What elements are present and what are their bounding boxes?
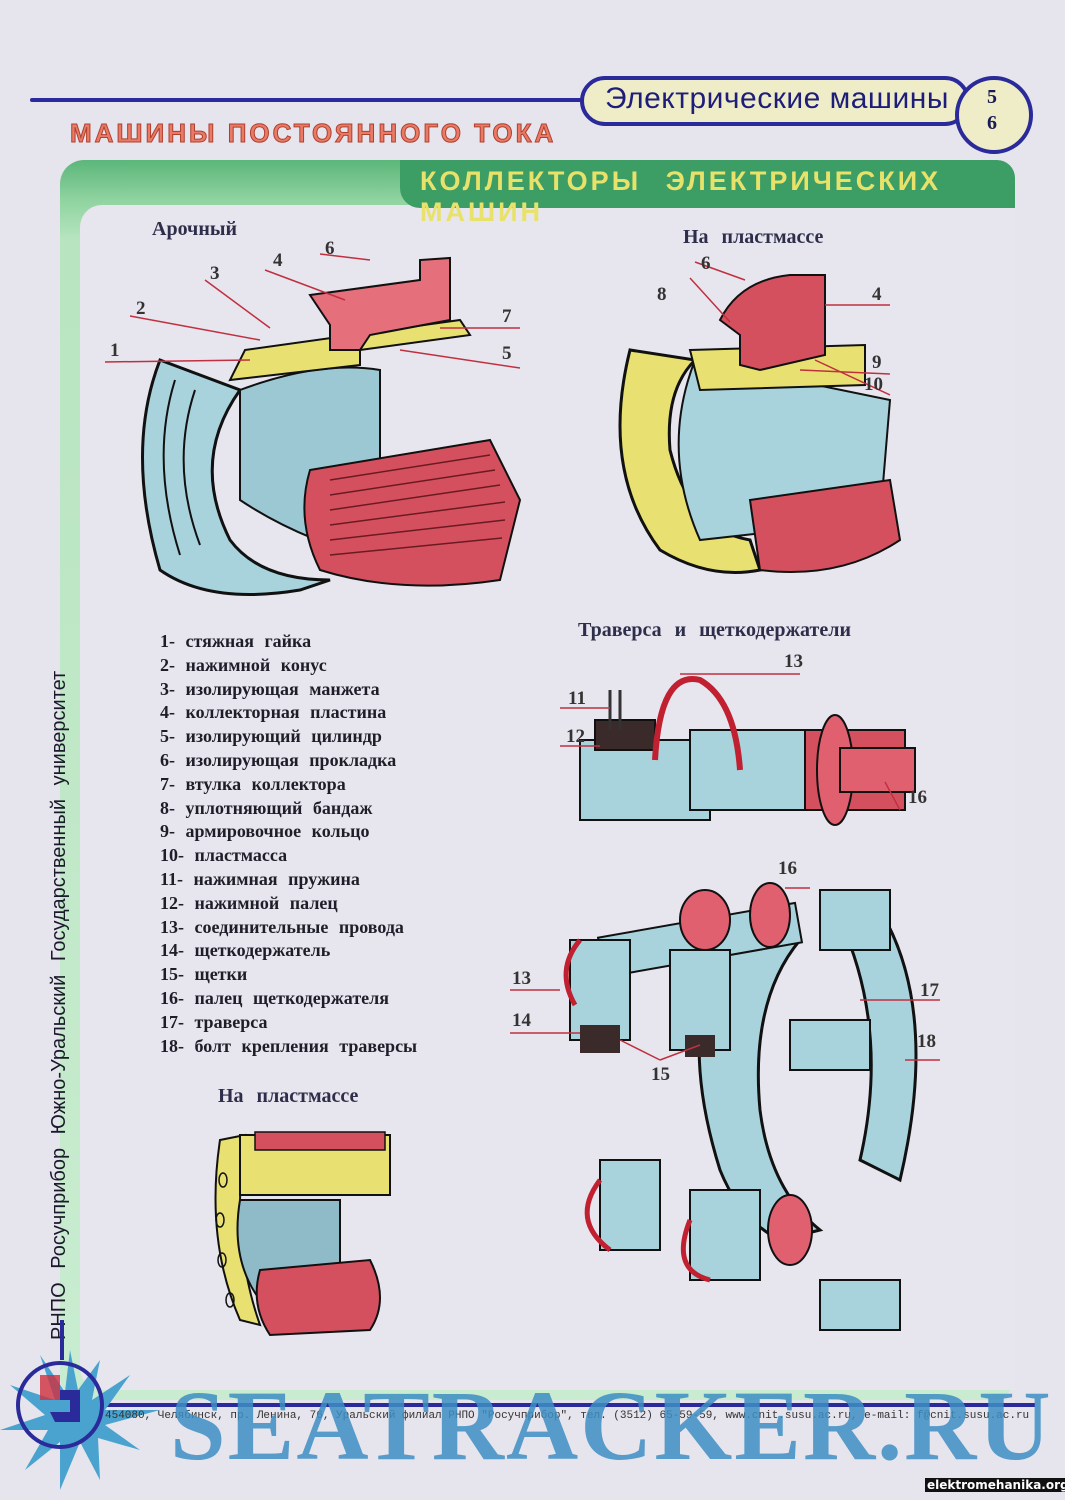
legend-item: 6- изолирующая прокладка	[160, 749, 397, 770]
callout-11: 11	[568, 688, 586, 709]
plastic-bottom-title: На пластмассе	[218, 1085, 359, 1107]
legend-item: 18- болт крепления траверсы	[160, 1035, 418, 1056]
legend-item: 9- армировочное кольцо	[160, 821, 370, 842]
footer-address: 454080, Челябинск, пр. Ленина, 76, Ураль…	[105, 1410, 1030, 1422]
callout-7: 7	[502, 306, 512, 327]
callout-3: 3	[210, 263, 220, 284]
plastic-top-title: На пластмассе	[683, 226, 824, 248]
legend-item: 17- траверса	[160, 1011, 268, 1032]
legend-item: 3- изолирующая манжета	[160, 678, 380, 699]
page-number-badge	[955, 76, 1033, 154]
header-rule	[30, 98, 590, 102]
site-credit: elektromehanika.org	[925, 1478, 1065, 1492]
arched-commutator-diagram	[104, 253, 522, 596]
callout-8: 8	[657, 284, 667, 305]
callout-5: 5	[502, 343, 512, 364]
legend-item: 13- соединительные провода	[160, 916, 404, 937]
callout-18: 18	[917, 1031, 936, 1052]
legend-item: 7- втулка коллектора	[160, 773, 346, 794]
callout-12: 12	[566, 726, 585, 747]
watermark: SEATRACKER.RU	[170, 1370, 1053, 1481]
legend-item: 15- щетки	[160, 964, 248, 985]
legend-item: 12- нажимной палец	[160, 892, 338, 913]
traverse-assembly-diagram	[510, 882, 940, 1331]
legend-item: 4- коллекторная пластина	[160, 702, 387, 723]
footer-connector	[60, 1320, 64, 1360]
traverse-assembly-callout-lines	[510, 887, 940, 1061]
side-credit: РНПО Росучприбор Южно-Уральский Государс…	[48, 670, 70, 1340]
page-number-top: 5	[987, 86, 997, 108]
legend-item: 8- уплотняющий бандаж	[160, 797, 373, 818]
callout-4b: 4	[872, 284, 882, 305]
arched-title: Арочный	[152, 218, 237, 240]
page-number-bottom: 6	[987, 112, 997, 134]
callout-4: 4	[273, 250, 283, 271]
legend-item: 11- нажимная пружина	[160, 868, 360, 889]
callout-2: 2	[136, 298, 146, 319]
callout-9: 9	[872, 352, 882, 373]
legend-item: 10- пластмасса	[160, 845, 288, 866]
callout-17: 17	[920, 980, 939, 1001]
callout-6b: 6	[701, 253, 711, 274]
callout-16b: 16	[778, 858, 797, 879]
plastic-commutator-cutaway	[214, 1131, 391, 1337]
subject-title: Электрические машины	[605, 82, 949, 115]
subject-pill	[580, 76, 970, 126]
section-title: МАШИНЫ ПОСТОЯННОГО ТОКА	[69, 118, 557, 149]
callout-14: 14	[512, 1010, 531, 1031]
legend-item: 16- палец щеткодержателя	[160, 987, 389, 1008]
plastic-commutator-diagram	[618, 261, 902, 574]
topic-banner-text: КОЛЛЕКТОРЫ ЭЛЕКТРИЧЕСКИХ МАШИН	[420, 166, 942, 227]
traverse-title: Траверса и щеткодержатели	[578, 619, 851, 641]
brush-holder-diagram	[560, 673, 916, 826]
arched-cross-section	[228, 256, 472, 382]
arched-segments	[303, 438, 522, 587]
arched-callout-lines	[104, 253, 521, 369]
callout-1: 1	[110, 340, 120, 361]
callout-6: 6	[325, 238, 335, 259]
callout-10: 10	[864, 374, 883, 395]
legend-item: 14- щеткодержатель	[160, 940, 331, 961]
traverse-callout-lines	[560, 673, 901, 811]
callout-15: 15	[651, 1064, 670, 1085]
callout-13b: 13	[512, 968, 531, 989]
topic-banner	[400, 160, 1015, 208]
legend-item: 5- изолирующий цилиндр	[160, 726, 382, 747]
footer-rule	[100, 1403, 1035, 1407]
publisher-logo	[0, 1350, 160, 1490]
callout-13: 13	[784, 651, 803, 672]
legend-item: 2- нажимной конус	[160, 654, 327, 675]
legend-item: 1- стяжная гайка	[160, 631, 312, 651]
parts-legend: 1- стяжная гайка 2- нажимной конус 3- из…	[160, 630, 417, 1058]
plastic-callout-lines	[689, 261, 891, 396]
logo-ring-icon	[16, 1361, 104, 1449]
callout-16: 16	[908, 787, 927, 808]
